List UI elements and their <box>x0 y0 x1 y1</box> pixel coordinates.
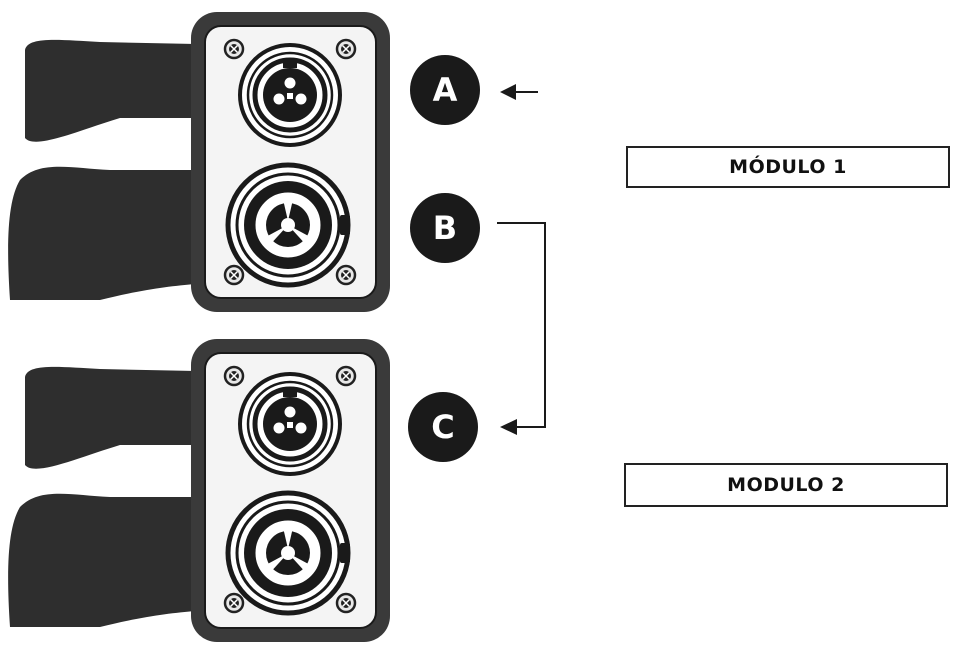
screw-icon <box>223 264 245 286</box>
badge-b-letter: B <box>433 209 457 247</box>
module-2-panel <box>8 339 390 642</box>
screw-icon <box>335 264 357 286</box>
badge-b: B <box>410 193 480 263</box>
badge-c-letter: C <box>431 408 454 446</box>
cable-top-1 <box>25 39 196 142</box>
connector-icon <box>240 374 340 474</box>
badge-c: C <box>408 392 478 462</box>
cable-bottom-2 <box>8 493 196 627</box>
screw-icon <box>335 38 357 60</box>
screw-icon <box>223 592 245 614</box>
screw-icon <box>335 365 357 387</box>
module-1-label: MÓDULO 1 <box>626 146 950 188</box>
arrow-left-icon <box>500 84 516 100</box>
badge-a: A <box>410 55 480 125</box>
link-b-to-c <box>497 222 546 435</box>
cable-bottom-1 <box>8 166 196 300</box>
screw-icon <box>223 365 245 387</box>
screw-icon <box>335 592 357 614</box>
input-arrow <box>500 84 538 100</box>
badge-a-letter: A <box>433 71 458 109</box>
module-2-label: MODULO 2 <box>624 463 948 507</box>
module-1-panel <box>8 12 390 312</box>
arrow-left-icon <box>500 419 517 435</box>
connector-icon <box>240 45 340 145</box>
connector-icon <box>228 493 350 613</box>
connector-icon <box>228 165 350 285</box>
screw-icon <box>223 38 245 60</box>
cable-top-2 <box>25 366 196 469</box>
